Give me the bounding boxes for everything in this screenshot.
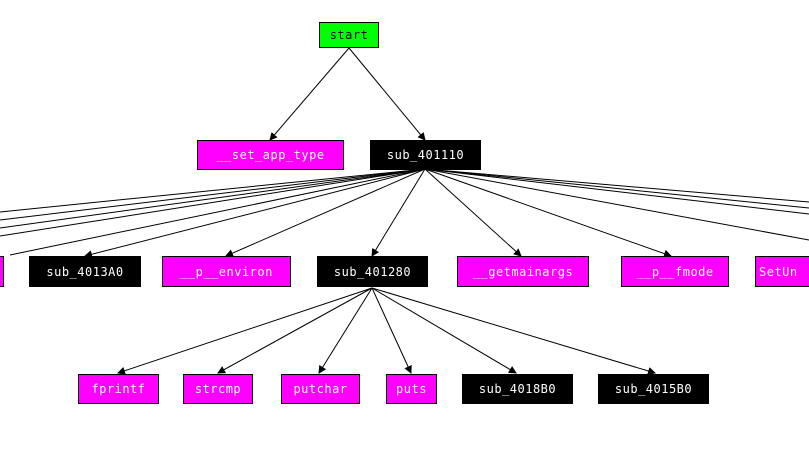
node-putchar-label: putchar [293, 382, 348, 396]
edge-sub-401110-to-setun [424, 168, 809, 241]
node-sub-401110[interactable]: sub_401110 [370, 140, 481, 170]
node-sub-401110-label: sub_401110 [386, 148, 465, 162]
node-start-label: start [329, 28, 369, 42]
node-p-environ[interactable]: __p__environ [162, 256, 291, 287]
edge-sub-401110-to-offscreen-left-2 [0, 168, 426, 221]
node-start[interactable]: start [319, 22, 379, 48]
node-sub-401280-label: sub_401280 [333, 264, 412, 279]
edge-start-to-sub-401110 [348, 47, 426, 141]
node-set-app-type-label: __set_app_type [216, 148, 325, 162]
node-sub-4013a0[interactable]: sub_4013A0 [29, 256, 141, 287]
edge-sub-401280-to-putchar [318, 287, 373, 374]
node-getmainargs[interactable]: __getmainargs [457, 256, 589, 287]
node-sub-4018b0[interactable]: sub_4018B0 [462, 374, 573, 404]
edge-start-to-set-app-type [269, 47, 350, 141]
node-setun-partial-label: SetUn [759, 264, 798, 279]
edge-sub-401110-to-offscreen-right-1 [424, 168, 809, 215]
edge-sub-401280-to-strcmp [217, 287, 373, 374]
edge-sub-401280-to-puts [371, 287, 412, 374]
edge-sub-401110-to-sub-401280 [371, 168, 426, 257]
node-puts[interactable]: puts [386, 374, 437, 404]
edge-sub-401110-to-p-environ [225, 168, 426, 257]
edge-sub-401110-to-p-fmode [424, 168, 672, 258]
node-sub-4015b0-label: sub_4015B0 [614, 382, 693, 396]
node-p-fmode[interactable]: __p__fmode [621, 256, 729, 287]
edge-sub-401110-to-getmainargs [424, 168, 522, 257]
node-partial-left-edge[interactable] [0, 256, 4, 287]
edge-sub-401110-to-partial-left-node [9, 168, 426, 256]
node-p-fmode-label: __p__fmode [636, 264, 714, 279]
node-strcmp-label: strcmp [194, 382, 242, 396]
node-fprintf[interactable]: fprintf [78, 374, 159, 404]
edge-sub-401110-to-offscreen-right-2 [424, 168, 809, 209]
node-sub-4013a0-label: sub_4013A0 [46, 264, 124, 279]
edge-sub-401280-to-sub-4015b0 [371, 287, 656, 375]
node-sub-4018b0-label: sub_4018B0 [478, 382, 557, 396]
node-sub-4015b0[interactable]: sub_4015B0 [598, 374, 709, 404]
node-sub-401280[interactable]: sub_401280 [317, 256, 428, 287]
node-setun-partial[interactable]: SetUn [755, 256, 809, 287]
edge-sub-401280-to-fprintf [117, 287, 373, 375]
edge-sub-401110-to-offscreen-left-3 [0, 168, 426, 229]
node-p-environ-label: __p__environ [180, 264, 273, 279]
edge-sub-401110-to-offscreen-left-4 [0, 168, 426, 237]
edge-sub-401110-to-sub-4013a0 [84, 168, 426, 259]
node-set-app-type[interactable]: __set_app_type [197, 140, 344, 170]
edge-sub-401110-to-offscreen-left-1 [0, 168, 426, 213]
edge-sub-401280-to-sub-4018b0 [371, 287, 517, 374]
node-strcmp[interactable]: strcmp [183, 374, 253, 404]
node-puts-label: puts [396, 382, 427, 396]
node-putchar[interactable]: putchar [281, 374, 360, 404]
edge-sub-401110-to-offscreen-right-3 [424, 168, 809, 203]
node-fprintf-label: fprintf [91, 382, 146, 396]
node-getmainargs-label: __getmainargs [472, 264, 574, 279]
